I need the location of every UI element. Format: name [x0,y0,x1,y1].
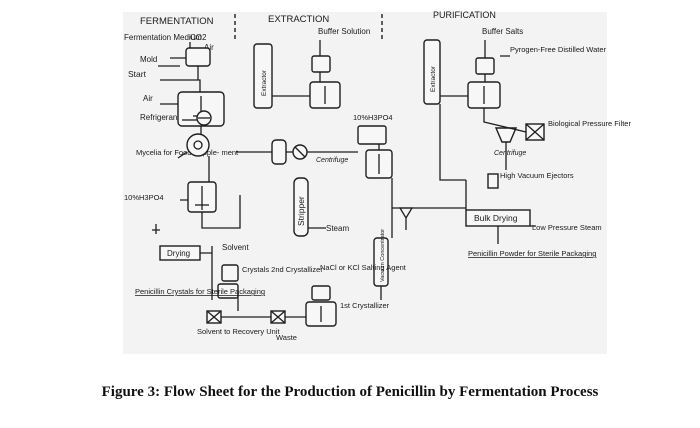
label-pyrogen-free: Pyrogen-Free Distilled Water [510,45,607,54]
filter-box-left [206,310,222,324]
second-crystallizer [217,264,239,299]
label-h3po4-left: 10%H3PO4 [124,193,164,202]
start-line [160,79,201,95]
label-extractor-2: Extractor [430,65,437,92]
label-steam: Steam [326,224,349,233]
label-low-pressure-steam: Low Pressure Steam [532,223,602,232]
vacuum-ejector [487,173,499,189]
label-centrifuge-mid: Centrifuge [316,157,348,164]
tank-lines [180,156,241,229]
label-bulk-drying: Bulk Drying [474,213,518,223]
label-centrifuge-right: Centrifuge [494,150,526,157]
valve-small [152,224,160,234]
label-penicillin-crystals: Penicillin Crystals for Sterile Packagin… [135,287,265,296]
label-mold: Mold [140,55,157,64]
label-high-vacuum: High Vacuum Ejectors [500,171,574,180]
label-fermentation-medium: Fermentation Medium [124,33,202,42]
centrifuge-right-lines [483,108,527,170]
label-refrigerant: Refrigerant [140,113,180,122]
buffer-right-lines [440,40,510,97]
section-purification: PURIFICATION [433,10,496,20]
solvent-line [200,246,213,300]
filter-lines [177,126,202,159]
label-buffer-solution: Buffer Solution [318,27,370,36]
label-air-top: Air [204,43,214,52]
label-h3po4-mid: 10%H3PO4 [353,113,393,122]
filter-box-mid [270,310,286,324]
buffer-lines [272,40,321,97]
label-crystals-2nd: Crystals 2nd Crystallizer [242,265,323,274]
label-extractor-1: Extractor [261,69,268,96]
label-air: Air [143,94,153,103]
heat-exchanger [196,110,212,126]
extractor-1: Extractor [253,43,273,109]
acid-tank-mid [357,125,393,179]
crystallizer-lines [221,290,306,318]
label-start: Start [128,69,147,79]
purification-lines [392,104,466,209]
acidification-tank [187,181,217,213]
label-vacuum-concentrator: Vacuum Concentrator [380,229,386,282]
first-crystallizer [305,285,337,327]
label-co2: CO2 [190,33,207,42]
rotary-filter [186,133,210,157]
biological-filter [525,123,545,141]
label-buffer-salts: Buffer Salts [482,27,523,36]
section-extraction: EXTRACTION [268,14,329,25]
section-fermentation: FERMENTATION [140,16,214,27]
seed-fermenter [185,47,211,80]
label-mycelia: Mycelia for Food Supple- ment [136,148,239,157]
label-penicillin-powder: Penicillin Powder for Sterile Packaging [468,249,596,258]
buffer-tank [309,55,341,109]
centrifuge-mid [292,144,308,160]
label-salting-agent: NaCl or KCl Salting Agent [320,263,407,272]
label-solvent-recovery: Solvent to Recovery Unit [197,327,280,336]
label-crystallizer-1st: 1st Crystallizer [340,301,390,310]
extractor-2: Extractor [423,39,441,105]
stripper-column: Stripper [293,177,309,237]
separator-small [271,139,287,165]
label-stripper: Stripper [296,196,306,226]
label-solvent: Solvent [222,243,249,252]
drying-lines [465,180,536,244]
label-drying-left: Drying [167,249,190,258]
figure-caption: Figure 3: Flow Sheet for the Production … [101,384,599,400]
label-biological-filter: Biological Pressure Filter [548,119,631,128]
label-waste: Waste [276,333,297,342]
